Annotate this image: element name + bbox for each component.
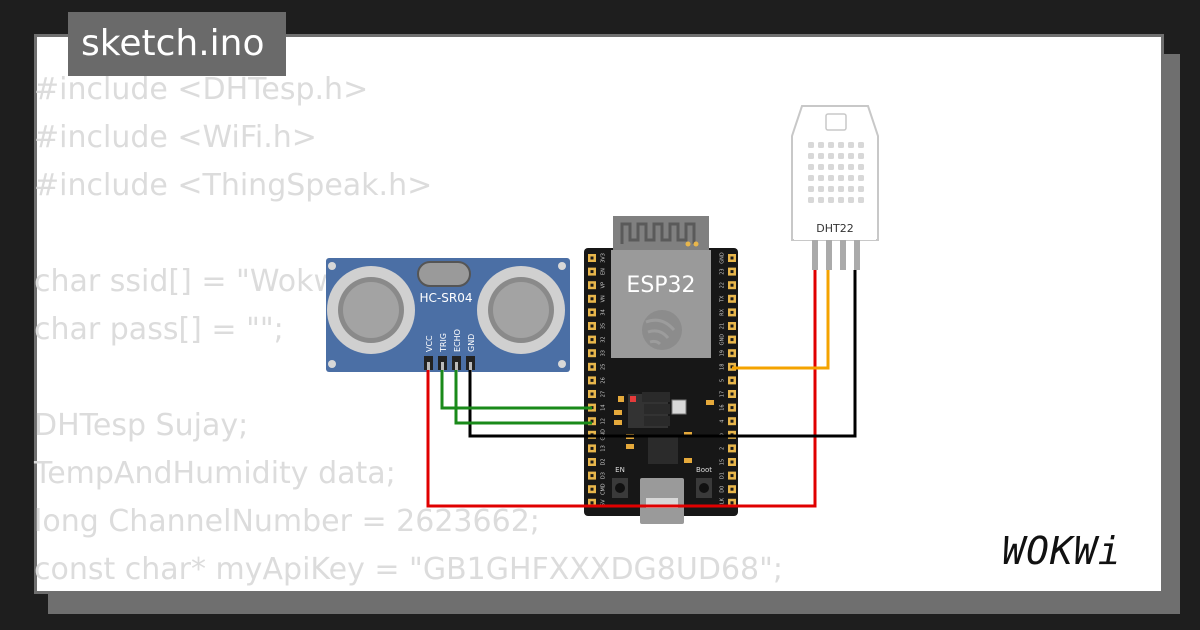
boot-label: Boot xyxy=(696,466,712,474)
esp32-pin-label: RX xyxy=(720,308,726,315)
esp32-pin-label: 26 xyxy=(601,377,607,383)
wire-echo[interactable] xyxy=(454,370,592,425)
esp32-pin-label: 32 xyxy=(601,336,607,342)
wire-trig[interactable] xyxy=(440,370,592,410)
esp32-pin-label: EN xyxy=(601,268,607,275)
code-line: TempAndHumidity data; xyxy=(34,456,396,491)
esp32-pin-label: 16 xyxy=(720,404,726,410)
esp32-pin-label: 13 xyxy=(601,445,607,451)
esp32-pin-label: GND xyxy=(720,334,726,346)
wokwi-logo-text: WOKWi xyxy=(1002,529,1121,573)
esp32-pin-label: VP xyxy=(601,282,607,288)
esp32-pin-label: 3V3 xyxy=(601,253,607,263)
dht22-sensor[interactable]: DHT22 xyxy=(791,105,879,270)
esp32-pin-label: D0 xyxy=(720,486,726,493)
esp32-pin-label: 12 xyxy=(601,418,607,424)
hc-sr04-label: HC-SR04 xyxy=(420,291,473,305)
en-button[interactable] xyxy=(612,478,628,498)
file-tab[interactable]: sketch.ino xyxy=(68,12,286,76)
esp32-pin-label: VN xyxy=(601,295,607,302)
esp32-pin-label: 34 xyxy=(601,309,607,315)
wire-vcc[interactable] xyxy=(426,270,817,508)
wire-dht-data[interactable] xyxy=(732,270,830,370)
hc-sr04-pin-label: TRIG xyxy=(439,333,448,353)
hc-sr04-pin-header: VCC TRIG ECHO GND xyxy=(424,329,476,372)
esp32-pin-label: 17 xyxy=(720,391,726,397)
esp32-pin-label: 5 xyxy=(720,379,726,382)
hc-sr04-pin-label: ECHO xyxy=(453,329,462,352)
code-editor: #include <DHTesp.h> #include <WiFi.h> #inc… xyxy=(34,66,783,594)
esp32-pin-label: 15 xyxy=(720,459,726,465)
esp32-pin-label: 18 xyxy=(720,364,726,370)
dht22-grille xyxy=(808,142,864,203)
code-line: char pass[] = ""; xyxy=(34,312,284,347)
esp32-pin-label: 19 xyxy=(720,350,726,356)
esp32-pin-label: 25 xyxy=(601,364,607,370)
esp32-pin-label: 4 xyxy=(720,420,726,423)
esp32-pin-label: 5V xyxy=(601,499,607,506)
esp32-pin-label: D3 xyxy=(601,472,607,479)
esp32-pin-label: 27 xyxy=(601,391,607,397)
espressif-logo-icon xyxy=(645,318,676,346)
esp32-pin-label: TX xyxy=(720,295,726,303)
wires xyxy=(426,270,857,508)
transducer-left xyxy=(327,266,415,354)
esp32-pin-label: CMD xyxy=(601,483,607,495)
esp32-label: ESP32 xyxy=(626,273,695,298)
esp32-pin-label: 2 xyxy=(720,447,726,450)
esp32-pin-label: D2 xyxy=(601,458,607,465)
hc-sr04-sensor[interactable]: HC-SR04 VCC TRIG ECHO GND xyxy=(326,258,570,372)
esp32-pin-label: GND xyxy=(720,252,726,264)
esp32-pin-label: 21 xyxy=(720,323,726,329)
code-line: #include <DHTesp.h> xyxy=(34,72,369,107)
esp32-pin-label: CLK xyxy=(720,497,726,507)
code-line: const char* myApiKey = "GB1GHFXXXDG8UD68… xyxy=(34,552,784,587)
code-line: DHTesp Sujay; xyxy=(34,408,249,443)
dht22-label: DHT22 xyxy=(816,222,853,235)
wokwi-logo: WOKWi xyxy=(1002,529,1121,573)
code-line: long ChannelNumber = 2623662; xyxy=(34,504,540,539)
en-label: EN xyxy=(615,466,625,474)
boot-button[interactable] xyxy=(696,478,712,498)
code-line: #include <ThingSpeak.h> xyxy=(34,168,433,203)
esp32-pin-label: 14 xyxy=(601,404,607,410)
transducer-right xyxy=(477,266,565,354)
hc-sr04-pin-label: GND xyxy=(467,334,476,352)
esp32-pin-label: 33 xyxy=(601,350,607,356)
esp32-pin-label: 23 xyxy=(720,268,726,274)
wire-gnd[interactable] xyxy=(468,270,857,438)
hc-sr04-pin-label: VCC xyxy=(425,335,434,352)
esp32-pin-label: 22 xyxy=(720,282,726,288)
esp32-pin-label: D1 xyxy=(720,472,726,479)
code-line: #include <WiFi.h> xyxy=(34,120,317,155)
esp32-pin-label: 35 xyxy=(601,323,607,329)
